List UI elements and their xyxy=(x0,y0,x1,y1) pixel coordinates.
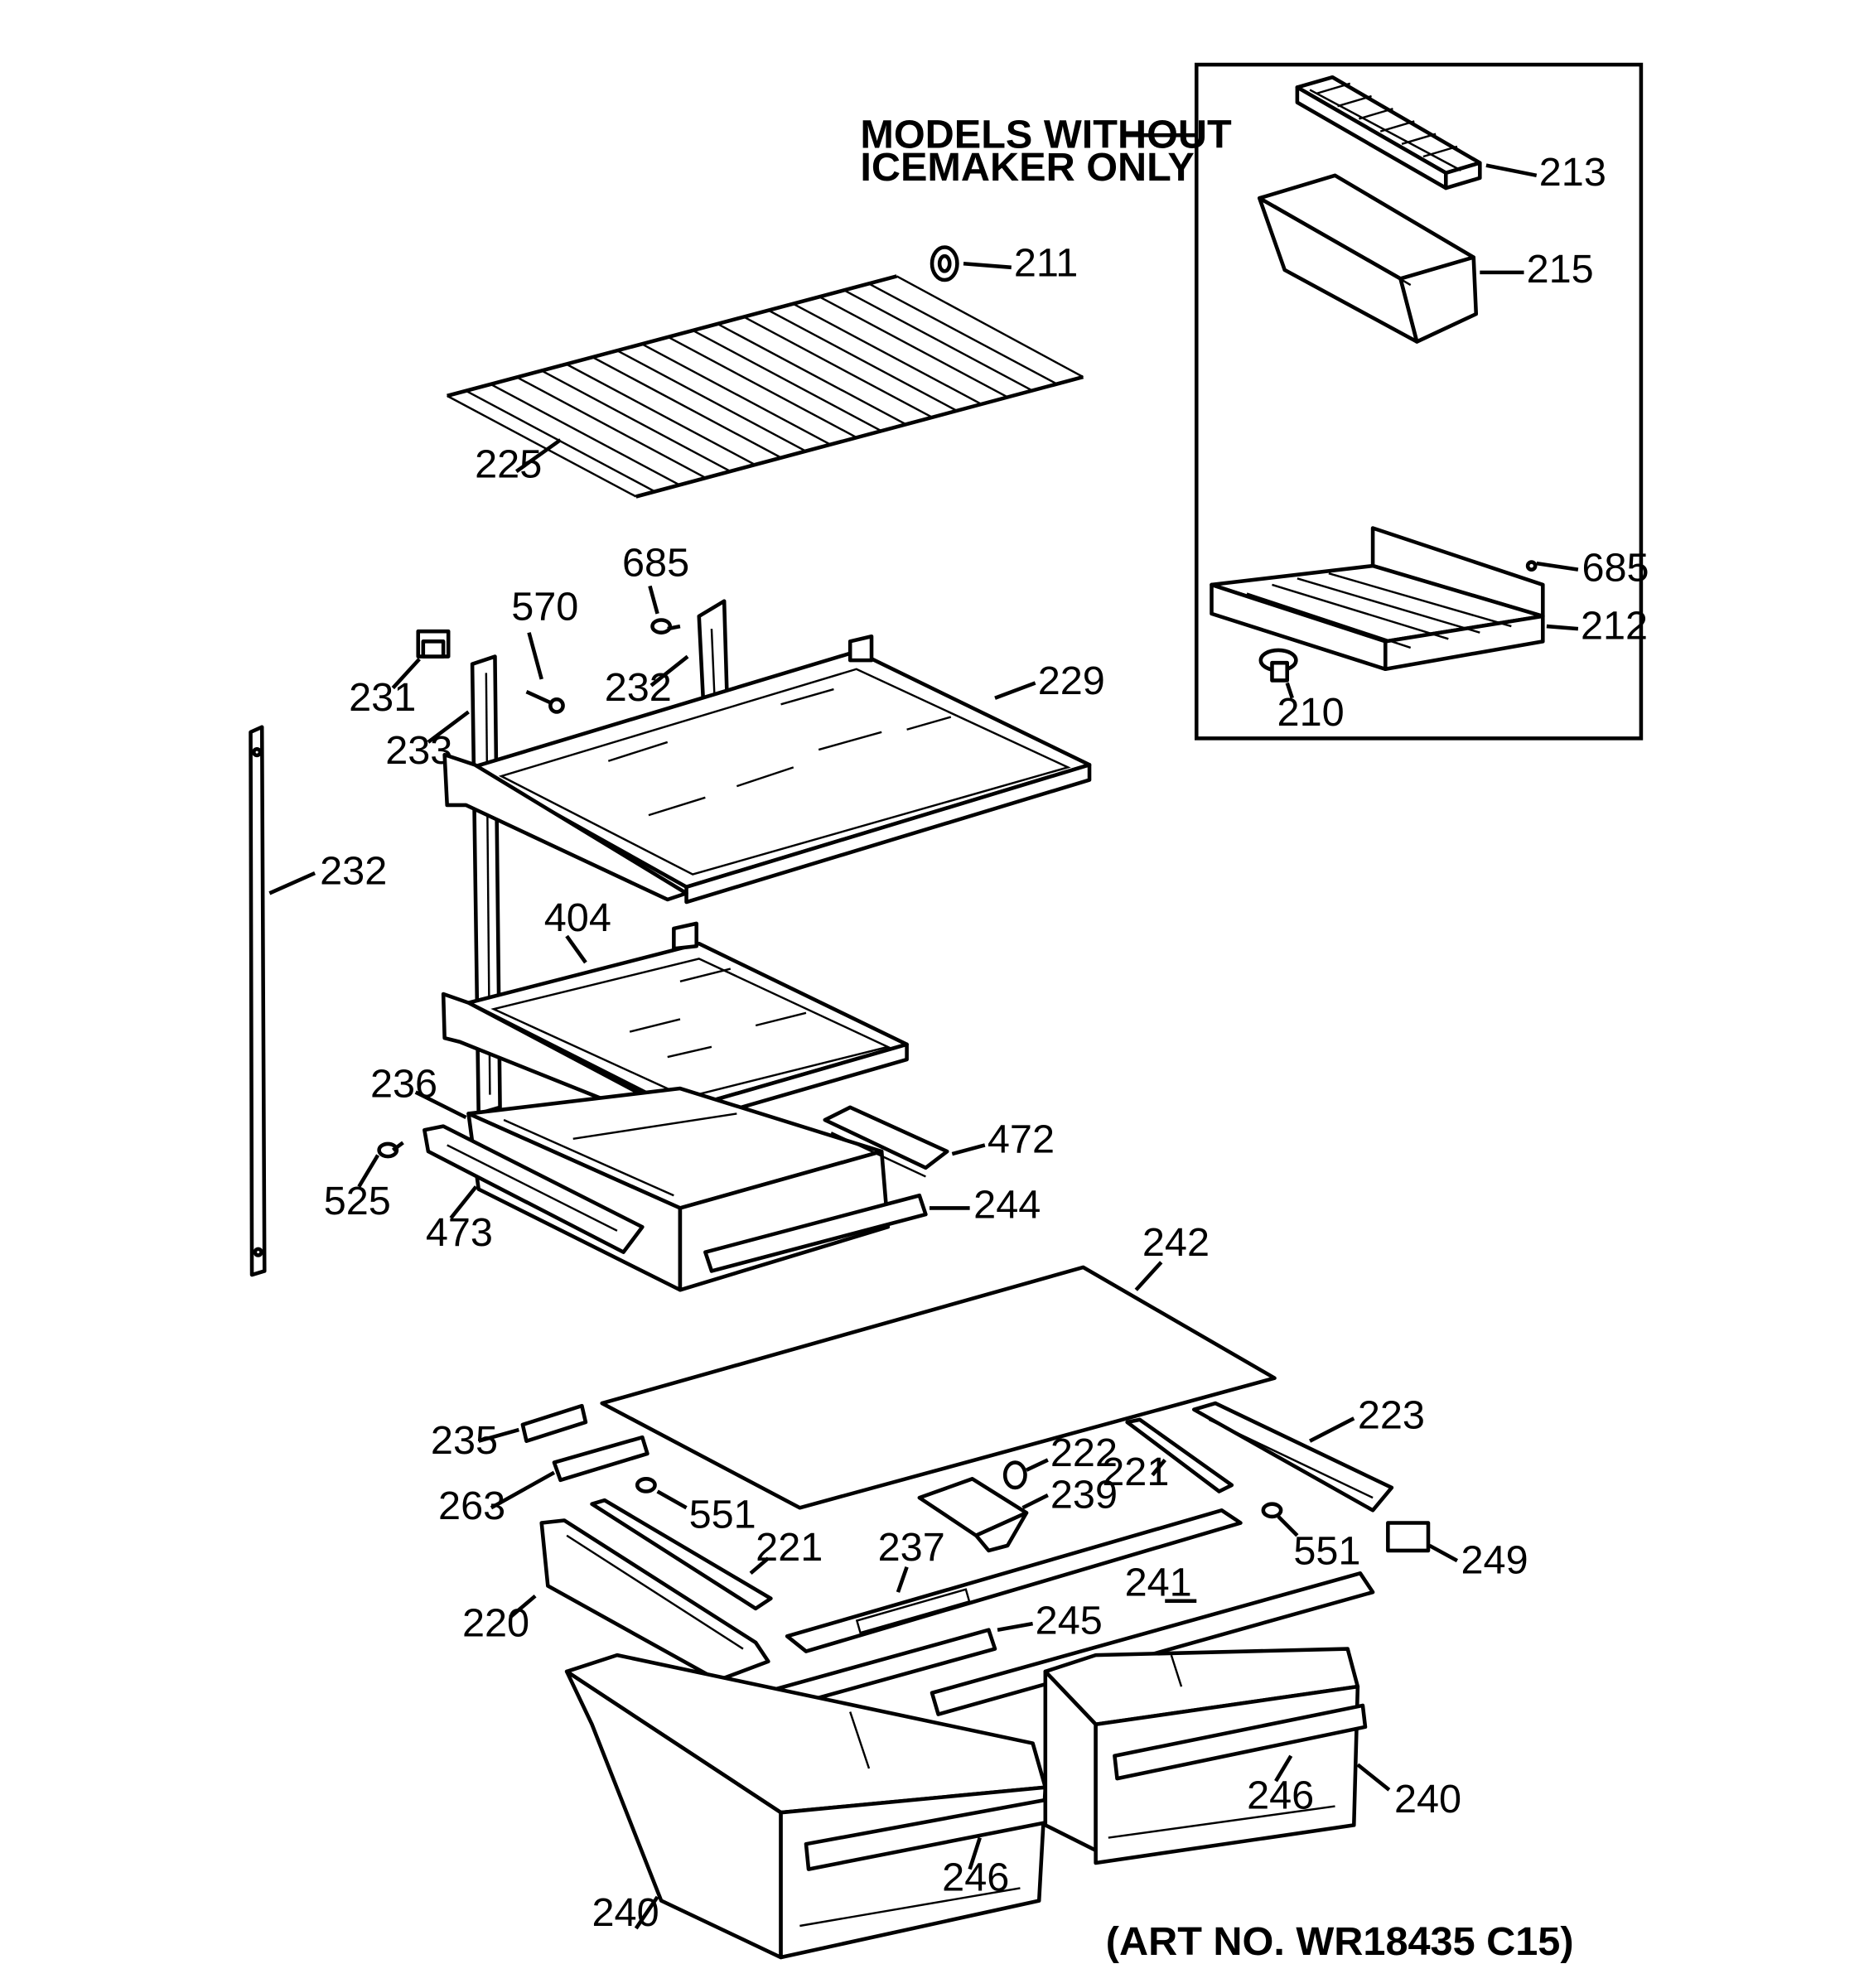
rail-223 xyxy=(1191,1401,1394,1513)
freezer-shelf-212 xyxy=(1210,526,1545,672)
rail-232-left xyxy=(249,725,267,1277)
label-239: 239 xyxy=(1050,1472,1118,1517)
inset-caption-line2: ICEMAKER ONLY xyxy=(860,145,1194,190)
label-211: 211 xyxy=(1014,240,1079,285)
bracket-220 xyxy=(539,1518,770,1682)
icemaker-inset: MODELS WITHOUT ICEMAKER ONLY 213 215 xyxy=(860,62,1649,741)
bracket-235 xyxy=(520,1403,588,1443)
screw-551-left xyxy=(635,1477,657,1493)
stud-210 xyxy=(1258,648,1298,683)
glass-shelf-229 xyxy=(442,634,1092,905)
label-685-inset: 685 xyxy=(1582,545,1649,590)
clip-249 xyxy=(1386,1521,1431,1553)
label-685: 685 xyxy=(622,540,689,585)
label-232-left: 232 xyxy=(320,849,387,894)
label-221-left: 221 xyxy=(756,1525,823,1570)
label-404: 404 xyxy=(544,895,611,940)
art-number: (ART NO. WR18435 C15) xyxy=(1106,1919,1574,1964)
label-246-right: 246 xyxy=(1247,1773,1314,1818)
label-525: 525 xyxy=(324,1179,391,1223)
label-551-right: 551 xyxy=(1293,1529,1360,1574)
label-222: 222 xyxy=(1050,1431,1118,1475)
crisper-drawer-240-left xyxy=(564,1653,1048,1960)
cover-237 xyxy=(785,1508,1243,1653)
inset-frame xyxy=(1194,62,1644,741)
label-242: 242 xyxy=(1142,1220,1210,1265)
label-245: 245 xyxy=(1036,1598,1103,1643)
label-472: 472 xyxy=(988,1117,1055,1162)
label-210: 210 xyxy=(1277,690,1345,735)
rail-221-right xyxy=(1125,1417,1234,1493)
label-212: 212 xyxy=(1581,603,1648,648)
clip-231 xyxy=(416,629,451,659)
label-246-left: 246 xyxy=(942,1855,1009,1899)
screw-685 xyxy=(650,618,681,635)
wire-shelf-225 xyxy=(447,274,1084,499)
label-229: 229 xyxy=(1038,659,1105,703)
bracket-263 xyxy=(552,1435,650,1483)
label-244: 244 xyxy=(973,1183,1041,1228)
label-223: 223 xyxy=(1358,1392,1425,1437)
handle-244 xyxy=(703,1193,928,1273)
label-232-top: 232 xyxy=(605,665,672,710)
label-240-right: 240 xyxy=(1394,1777,1461,1822)
slide-473 xyxy=(423,1124,645,1254)
slide-472 xyxy=(823,1105,949,1178)
ice-bin-215 xyxy=(1257,173,1479,344)
label-249: 249 xyxy=(1461,1537,1528,1582)
label-473: 473 xyxy=(426,1210,493,1255)
label-570: 570 xyxy=(511,584,578,629)
screw-551-right xyxy=(1261,1502,1283,1519)
label-221-right: 221 xyxy=(1102,1450,1169,1494)
label-235: 235 xyxy=(431,1418,498,1463)
bracket-239 xyxy=(917,1477,1029,1553)
label-213: 213 xyxy=(1539,150,1606,195)
glass-shelf-404 xyxy=(441,921,909,1127)
glass-panel-242 xyxy=(600,1265,1277,1510)
label-215: 215 xyxy=(1527,247,1594,292)
label-237: 237 xyxy=(878,1525,945,1570)
label-231: 231 xyxy=(349,675,416,720)
crisper-drawer-240-right xyxy=(1043,1647,1368,1865)
rail-221-left xyxy=(590,1498,773,1611)
support-222 xyxy=(1002,1460,1027,1490)
label-551-left: 551 xyxy=(689,1493,756,1537)
label-233: 233 xyxy=(385,728,452,773)
label-236: 236 xyxy=(370,1062,437,1107)
inset-caption-line1: MODELS WITHOUT xyxy=(860,112,1232,157)
label-263: 263 xyxy=(438,1484,505,1528)
label-241: 241 xyxy=(1125,1561,1192,1605)
label-225: 225 xyxy=(475,442,542,487)
screw-525 xyxy=(377,1141,404,1159)
label-220: 220 xyxy=(462,1600,529,1645)
bar-241 xyxy=(930,1571,1375,1716)
ice-tray-213 xyxy=(1295,75,1482,191)
label-240-left: 240 xyxy=(592,1890,659,1935)
screw-570 xyxy=(525,690,565,714)
knob-211 xyxy=(930,245,959,282)
